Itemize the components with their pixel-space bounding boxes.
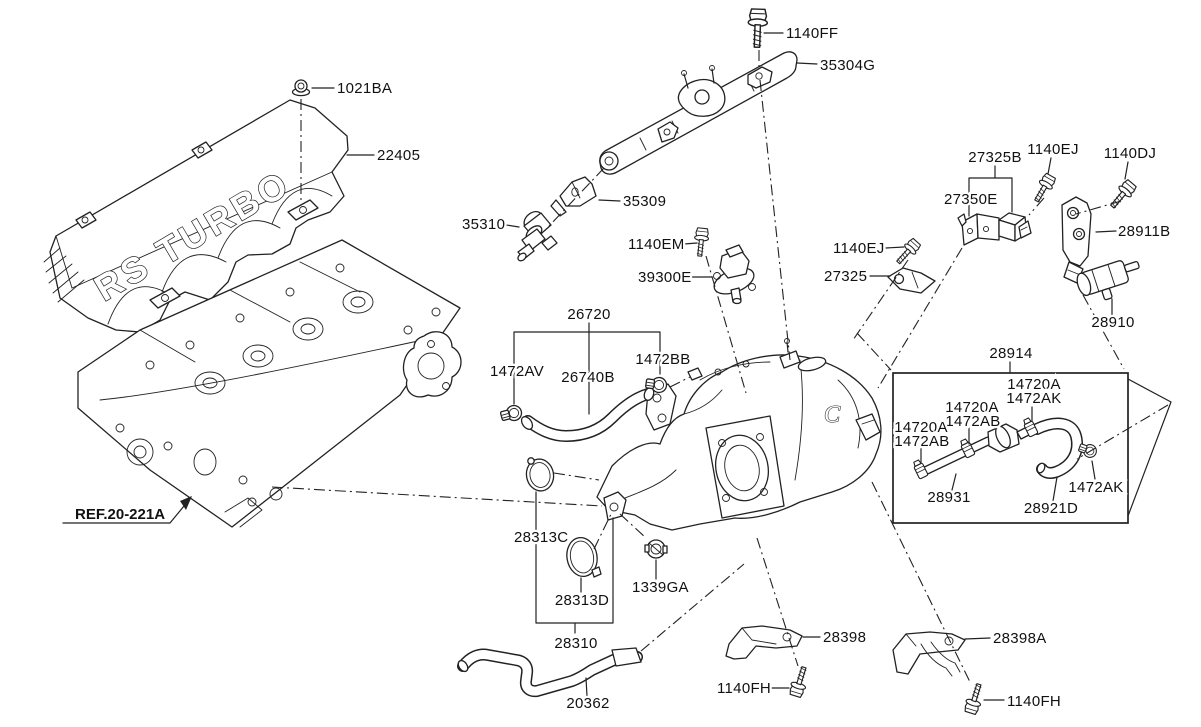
part-label-26720: 26720 <box>567 306 610 323</box>
part-label-1021BA: 1021BA <box>337 80 392 97</box>
hose-kit-28914-drawing <box>892 372 1172 524</box>
part-label-26740B: 26740B <box>561 369 615 386</box>
part-label-28921D: 28921D <box>1024 500 1078 517</box>
part-label-20362: 20362 <box>566 695 609 712</box>
part-label-22405: 22405 <box>377 147 420 164</box>
part-label-14720A-2: 14720A <box>945 399 999 416</box>
sensor-39300e-drawing <box>713 244 756 305</box>
ref-link-20-221A[interactable]: REF.20-221A <box>73 504 168 526</box>
part-label-28313C: 28313C <box>514 529 568 546</box>
part-label-28398: 28398 <box>823 629 866 646</box>
part-label-1140EJ-left: 1140EJ <box>833 240 885 257</box>
part-label-27325B: 27325B <box>968 149 1022 166</box>
part-label-1472AB-3: 1472AB <box>894 433 949 450</box>
bracket-28398a-drawing <box>892 631 966 677</box>
part-label-1472AK-out: 1472AK <box>1068 479 1123 496</box>
part-label-28398A: 28398A <box>993 630 1047 647</box>
part-label-28313D: 28313D <box>555 592 609 609</box>
fuel-rail-drawing <box>599 51 798 175</box>
part-labels: 1021BA 22405 1140FF 35304G 35309 35310 1… <box>73 23 1173 715</box>
small-parts <box>291 8 1140 716</box>
part-label-27325: 27325 <box>824 268 867 285</box>
part-label-27350E: 27350E <box>944 191 998 208</box>
part-label-14720A-3: 14720A <box>894 419 948 436</box>
intake-manifold-drawing: C <box>596 338 882 531</box>
manifold-cast-mark: C <box>824 402 841 428</box>
part-label-1140EM: 1140EM <box>628 236 685 253</box>
part-label-1140FH-left: 1140FH <box>717 680 771 697</box>
gasket-28313c-drawing <box>525 457 555 492</box>
bracket-28398-drawing <box>725 625 803 660</box>
hose-20362-drawing <box>457 647 643 698</box>
part-label-1472AV: 1472AV <box>490 363 544 380</box>
part-label-1140DJ: 1140DJ <box>1104 145 1156 162</box>
bracket-27350e-drawing <box>957 213 1000 246</box>
part-label-28911B: 28911B <box>1118 223 1170 240</box>
cylinder-head-drawing <box>77 239 462 528</box>
part-label-1140EJ-right: 1140EJ <box>1027 141 1079 158</box>
nut-1339ga-drawing <box>644 539 668 559</box>
part-label-39300E: 39300E <box>638 269 692 286</box>
part-label-28910: 28910 <box>1091 314 1134 331</box>
nut-1021ba-drawing <box>291 79 311 97</box>
part-label-1140FF: 1140FF <box>786 25 838 42</box>
part-label-28931: 28931 <box>927 489 970 506</box>
sensor-27325b-drawing <box>998 212 1032 242</box>
part-label-35304G: 35304G <box>820 57 875 74</box>
valve-28910-drawing <box>1076 260 1140 301</box>
part-label-1472BB: 1472BB <box>635 351 690 368</box>
part-label-1339GA: 1339GA <box>632 579 689 596</box>
ref-arrow <box>62 496 192 524</box>
assembly-lines <box>271 50 1169 685</box>
gasket-28313d-drawing <box>566 536 602 578</box>
part-label-35310: 35310 <box>462 216 505 233</box>
part-label-28310: 28310 <box>554 635 597 652</box>
part-label-35309: 35309 <box>623 193 666 210</box>
part-label-28914: 28914 <box>989 345 1032 362</box>
leader-lines <box>62 32 1129 701</box>
bracket-28911b-drawing <box>1061 196 1092 284</box>
part-label-1472AB-2: 1472AB <box>945 413 1000 430</box>
hose-26740b-drawing <box>520 387 655 443</box>
part-label-14720A-1: 14720A <box>1007 376 1061 393</box>
part-label-1472AK-1: 1472AK <box>1006 390 1061 407</box>
injector-35310-drawing <box>517 210 558 262</box>
part-label-1140FH-right: 1140FH <box>1007 693 1061 710</box>
